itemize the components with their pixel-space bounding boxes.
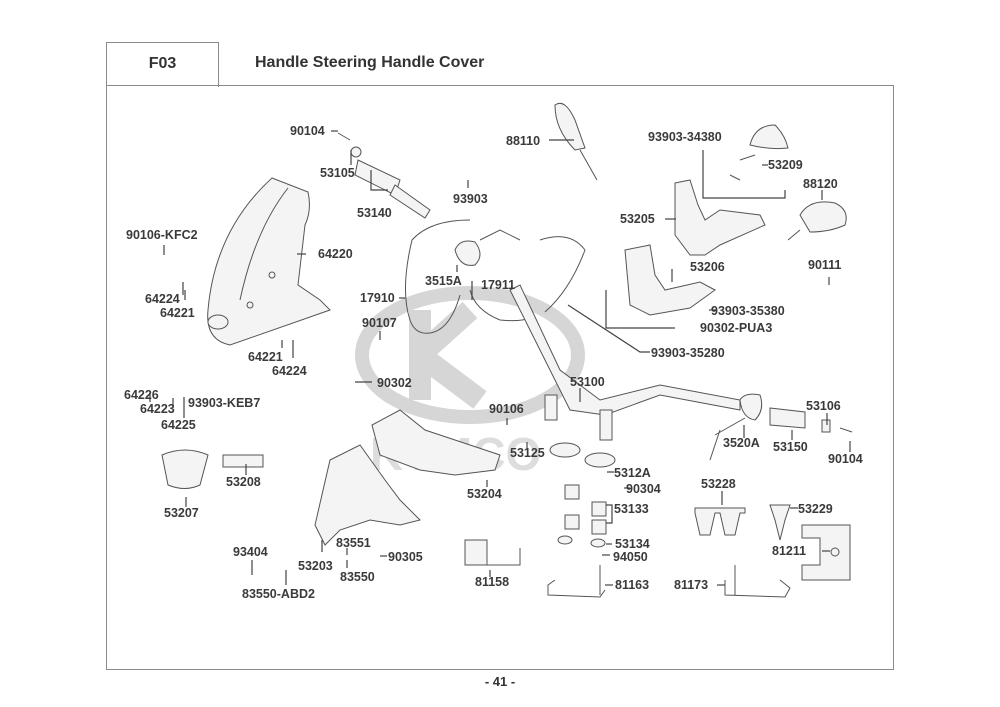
part-label-53100: 53100: [570, 375, 605, 389]
part-label-3520a: 3520A: [723, 436, 760, 450]
part-label-90304: 90304: [626, 482, 661, 496]
part-label-3515a: 3515A: [425, 274, 462, 288]
bracket-part: [222, 454, 264, 468]
part-label-90107: 90107: [362, 316, 397, 330]
page-number: - 41 -: [484, 674, 516, 689]
part-label-64224: 64224: [145, 292, 180, 306]
part-label-53140: 53140: [357, 206, 392, 220]
part-label-64220: 64220: [318, 247, 353, 261]
part-label-81211: 81211: [772, 544, 807, 558]
part-label-53206: 53206: [690, 260, 725, 274]
throttle-grip-part: [337, 132, 431, 219]
lower-handle-cover-part: [624, 244, 716, 316]
part-label-81173: 81173: [674, 578, 709, 592]
part-label-53229: 53229: [798, 502, 833, 516]
part-label-83550-abd2: 83550-ABD2: [242, 587, 315, 601]
part-label-90104: 90104: [290, 124, 325, 138]
part-label-90106-kfc2: 90106-KFC2: [126, 228, 198, 242]
part-label-53133: 53133: [614, 502, 649, 516]
part-label-83551: 83551: [336, 536, 371, 550]
throttle-cables-part: [405, 219, 586, 334]
part-label-90302-pua3: 90302-PUA3: [700, 321, 773, 335]
part-label-90305: 90305: [388, 550, 423, 564]
part-label-93903-34380: 93903-34380: [648, 130, 722, 144]
header-code-cell: [106, 42, 219, 87]
part-label-64224: 64224: [272, 364, 307, 378]
right-mirror-part: [787, 201, 847, 241]
part-label-93903-35380: 93903-35380: [711, 304, 785, 318]
part-label-83550: 83550: [340, 570, 375, 584]
steering-stem-parts: [549, 442, 616, 548]
part-label-64225: 64225: [161, 418, 196, 432]
clip-parts: [694, 504, 791, 541]
part-label-90104-right: 90104: [828, 452, 863, 466]
part-label-94050: 94050: [613, 550, 648, 564]
part-label-93903-35280: 93903-35280: [651, 346, 725, 360]
part-label-81158: 81158: [475, 575, 510, 589]
handlebar-part: [509, 284, 741, 441]
part-label-53125: 53125: [510, 446, 545, 460]
part-label-53204: 53204: [467, 487, 502, 501]
section-code: F03: [148, 54, 177, 72]
part-label-53207: 53207: [164, 506, 199, 520]
upper-handle-cover-part: [674, 179, 766, 256]
cover-top-part: [729, 124, 789, 181]
spring-parts: [464, 539, 791, 598]
part-label-53134: 53134: [615, 537, 650, 551]
part-label-53208: 53208: [226, 475, 261, 489]
plate-part: [801, 524, 851, 581]
part-label-64221: 64221: [248, 350, 283, 364]
part-label-90302: 90302: [377, 376, 412, 390]
section-title: Handle Steering Handle Cover: [255, 54, 485, 71]
part-label-17910: 17910: [360, 291, 395, 305]
part-label-5312a: 5312A: [614, 466, 651, 480]
part-label-81163: 81163: [615, 578, 650, 592]
part-label-90111: 90111: [808, 258, 842, 272]
part-label-93404: 93404: [233, 545, 268, 559]
part-label-93903: 93903: [453, 192, 488, 206]
part-label-53209: 53209: [768, 158, 803, 172]
part-label-64221: 64221: [160, 306, 195, 320]
right-switch-and-grip-part: [709, 393, 853, 461]
part-label-64226: 64226: [124, 388, 159, 402]
left-mirror-part: [554, 102, 598, 181]
part-label-90106: 90106: [489, 402, 524, 416]
windscreen-part: [207, 177, 331, 346]
front-handle-cover-part: [314, 409, 501, 546]
part-label-88120: 88120: [803, 177, 838, 191]
part-label-64223: 64223: [140, 402, 175, 416]
part-label-17911: 17911: [481, 278, 516, 292]
part-label-93903-keb7: 93903-KEB7: [188, 396, 261, 410]
part-label-53150: 53150: [773, 440, 808, 454]
diagram-frame: [106, 85, 894, 670]
headlight-trim-part: [161, 449, 209, 489]
part-label-88110: 88110: [506, 134, 541, 148]
leader-lines: [149, 130, 851, 586]
part-label-53228: 53228: [701, 477, 736, 491]
part-label-53203: 53203: [298, 559, 333, 573]
part-label-53105: 53105: [320, 166, 355, 180]
part-label-53205: 53205: [620, 212, 655, 226]
part-label-53106: 53106: [806, 399, 841, 413]
